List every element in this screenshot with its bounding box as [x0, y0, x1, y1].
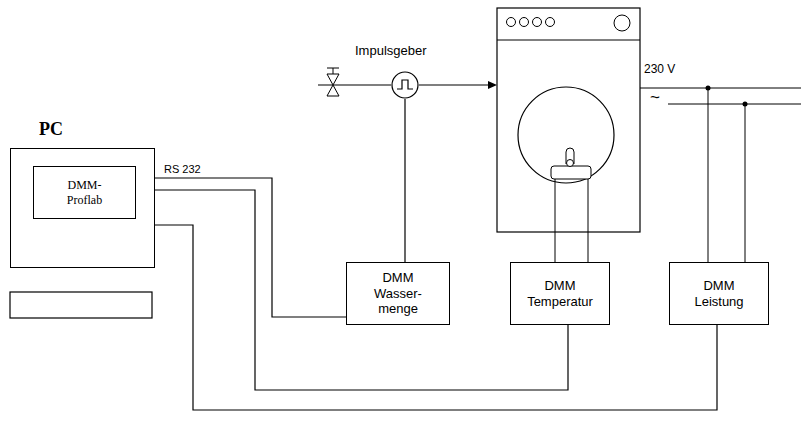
pulse-generator-symbol: [391, 71, 419, 99]
signal-cable: [404, 99, 405, 262]
sensor-wire: [555, 179, 556, 262]
valve-handle: [327, 68, 339, 69]
signal-cable: [155, 178, 346, 317]
measure-wire: [708, 88, 709, 262]
control-knob: [546, 18, 555, 27]
multimeter-box: DMMWasser- menge: [346, 262, 450, 325]
heater: [551, 166, 591, 179]
control-knob: [533, 18, 542, 27]
program-dial: [614, 15, 630, 31]
water-pipe: [419, 84, 490, 85]
measure-wire: [745, 104, 746, 262]
pulse-generator-outline: [392, 72, 418, 98]
control-knob: [520, 18, 529, 27]
software-name: DMM-Proflab: [56, 178, 114, 207]
control-panel-line: [497, 40, 640, 41]
sensor-wire: [588, 179, 589, 262]
device-title: DMM: [382, 270, 413, 286]
keyboard: [10, 292, 152, 318]
mains-wire: [668, 104, 801, 105]
signal-cable: [155, 190, 568, 390]
device-title: DMM: [703, 278, 734, 294]
device-title: DMM: [544, 278, 575, 294]
water-pipe: [318, 84, 391, 85]
multimeter-box: DMMLeistung: [669, 262, 769, 325]
temperature-sensor-bulb: [567, 160, 574, 167]
voltage-label: 230 V: [644, 62, 675, 76]
valve-symbol: [327, 74, 339, 96]
drum: [518, 87, 614, 183]
valve-stem: [333, 68, 334, 74]
pulse-generator: Impulsgeber: [391, 71, 419, 99]
signal-cable: [155, 225, 717, 410]
measure-name: Leistung: [694, 294, 743, 310]
control-knob: [507, 18, 516, 27]
flow-arrowhead: [488, 81, 497, 89]
interface-label: RS 232: [164, 163, 201, 175]
pulse-symbol: [397, 80, 413, 89]
measure-name: Temperatur: [527, 294, 593, 310]
device-title: Impulsgeber: [355, 43, 427, 59]
pc-monitor: PCDMM-Proflab: [10, 148, 155, 268]
software-window: DMM-Proflab: [33, 166, 136, 219]
ac-symbol: ~: [650, 88, 660, 108]
washing-machine: [497, 8, 640, 232]
measure-name: Wasser- menge: [368, 286, 428, 317]
device-title: PC: [39, 119, 63, 141]
multimeter-box: DMMTemperatur: [510, 262, 610, 325]
mains-wire: [640, 88, 801, 89]
